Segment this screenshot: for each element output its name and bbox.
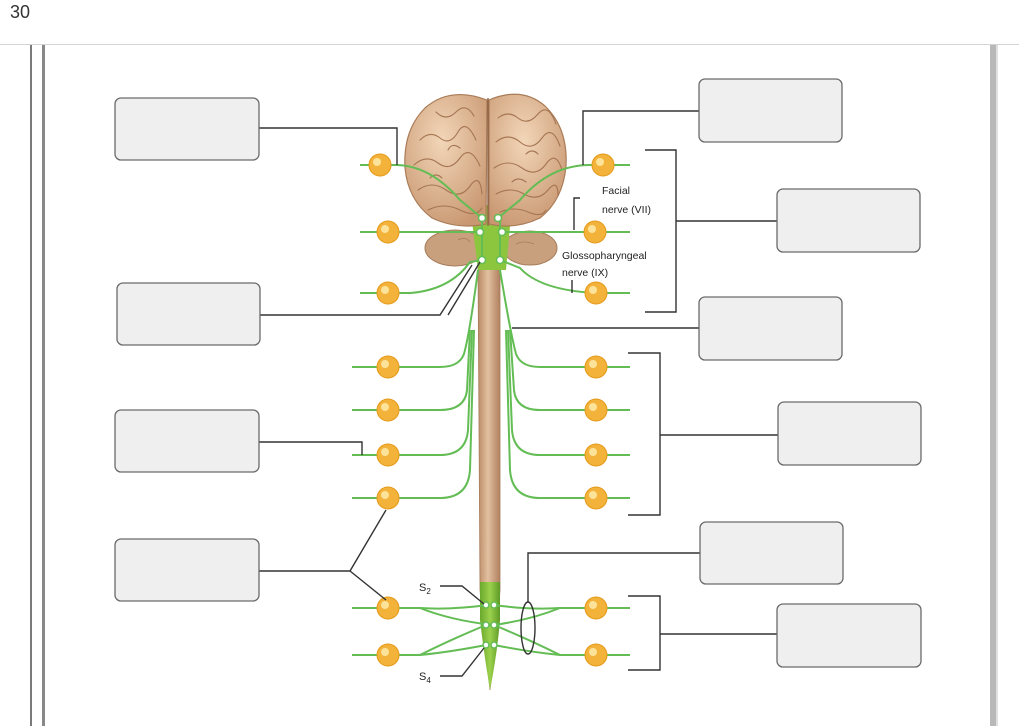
s4-label: S4 <box>419 671 431 685</box>
glossopharyngeal-label-line2: nerve (IX) <box>562 267 608 279</box>
ganglia <box>368 153 615 667</box>
ganglion-icon <box>376 355 400 379</box>
ganglion-icon <box>591 153 615 177</box>
drop-box-left-1[interactable] <box>114 97 260 161</box>
ganglion-icon <box>376 486 400 510</box>
header-divider <box>0 44 1019 45</box>
cranial-nerves <box>360 164 630 294</box>
facial-nerve-label-line1: Facial <box>602 185 630 197</box>
frame-left-border <box>30 45 32 726</box>
ganglion-icon <box>368 153 392 177</box>
frame-left-border-inner <box>42 45 45 726</box>
s2-label: S2 <box>419 582 431 596</box>
leader-lines <box>259 110 778 677</box>
ganglion-icon <box>376 596 400 620</box>
drop-box-right-3[interactable] <box>698 296 843 361</box>
brain <box>404 93 567 227</box>
drop-box-right-2[interactable] <box>776 188 921 253</box>
ganglion-icon <box>584 355 608 379</box>
ganglion-icon <box>584 398 608 422</box>
drop-box-right-1[interactable] <box>698 78 843 143</box>
drop-box-right-6[interactable] <box>776 603 922 668</box>
spinal-cord <box>477 267 501 691</box>
ganglion-icon <box>584 596 608 620</box>
ganglion-icon <box>584 443 608 467</box>
ganglion-icon <box>583 220 607 244</box>
diagram-labels: Facial nerve (VII) Glossopharyngeal nerv… <box>419 185 651 685</box>
glossopharyngeal-label-line1: Glossopharyngeal <box>562 250 647 262</box>
sacral-cord-segment <box>480 582 500 690</box>
scrollbar-track <box>996 45 998 726</box>
ganglion-icon <box>376 398 400 422</box>
drop-box-right-4[interactable] <box>777 401 922 466</box>
drop-box-left-3[interactable] <box>114 409 260 473</box>
cerebellum-right <box>502 230 558 266</box>
facial-nerve-label-line2: nerve (VII) <box>602 204 651 216</box>
ganglion-icon <box>584 486 608 510</box>
spinal-nerves-right <box>499 269 630 499</box>
ganglion-icon <box>376 443 400 467</box>
sacral-nerve-encircle <box>520 601 536 655</box>
drop-box-left-4[interactable] <box>114 538 260 602</box>
ganglion-icon <box>584 643 608 667</box>
ganglion-icon <box>376 643 400 667</box>
drop-zones <box>114 78 922 668</box>
right-cerebral-hemisphere <box>488 93 567 227</box>
ganglion-icon <box>584 281 608 305</box>
vertical-scrollbar[interactable] <box>990 45 996 726</box>
question-number: 30 <box>10 2 31 22</box>
ganglion-icon <box>376 220 400 244</box>
drop-box-right-5[interactable] <box>699 521 844 585</box>
drop-box-left-2[interactable] <box>116 282 261 346</box>
cns-nuclei <box>475 213 507 649</box>
spinal-nerves-left <box>352 269 479 499</box>
ganglion-icon <box>376 281 400 305</box>
